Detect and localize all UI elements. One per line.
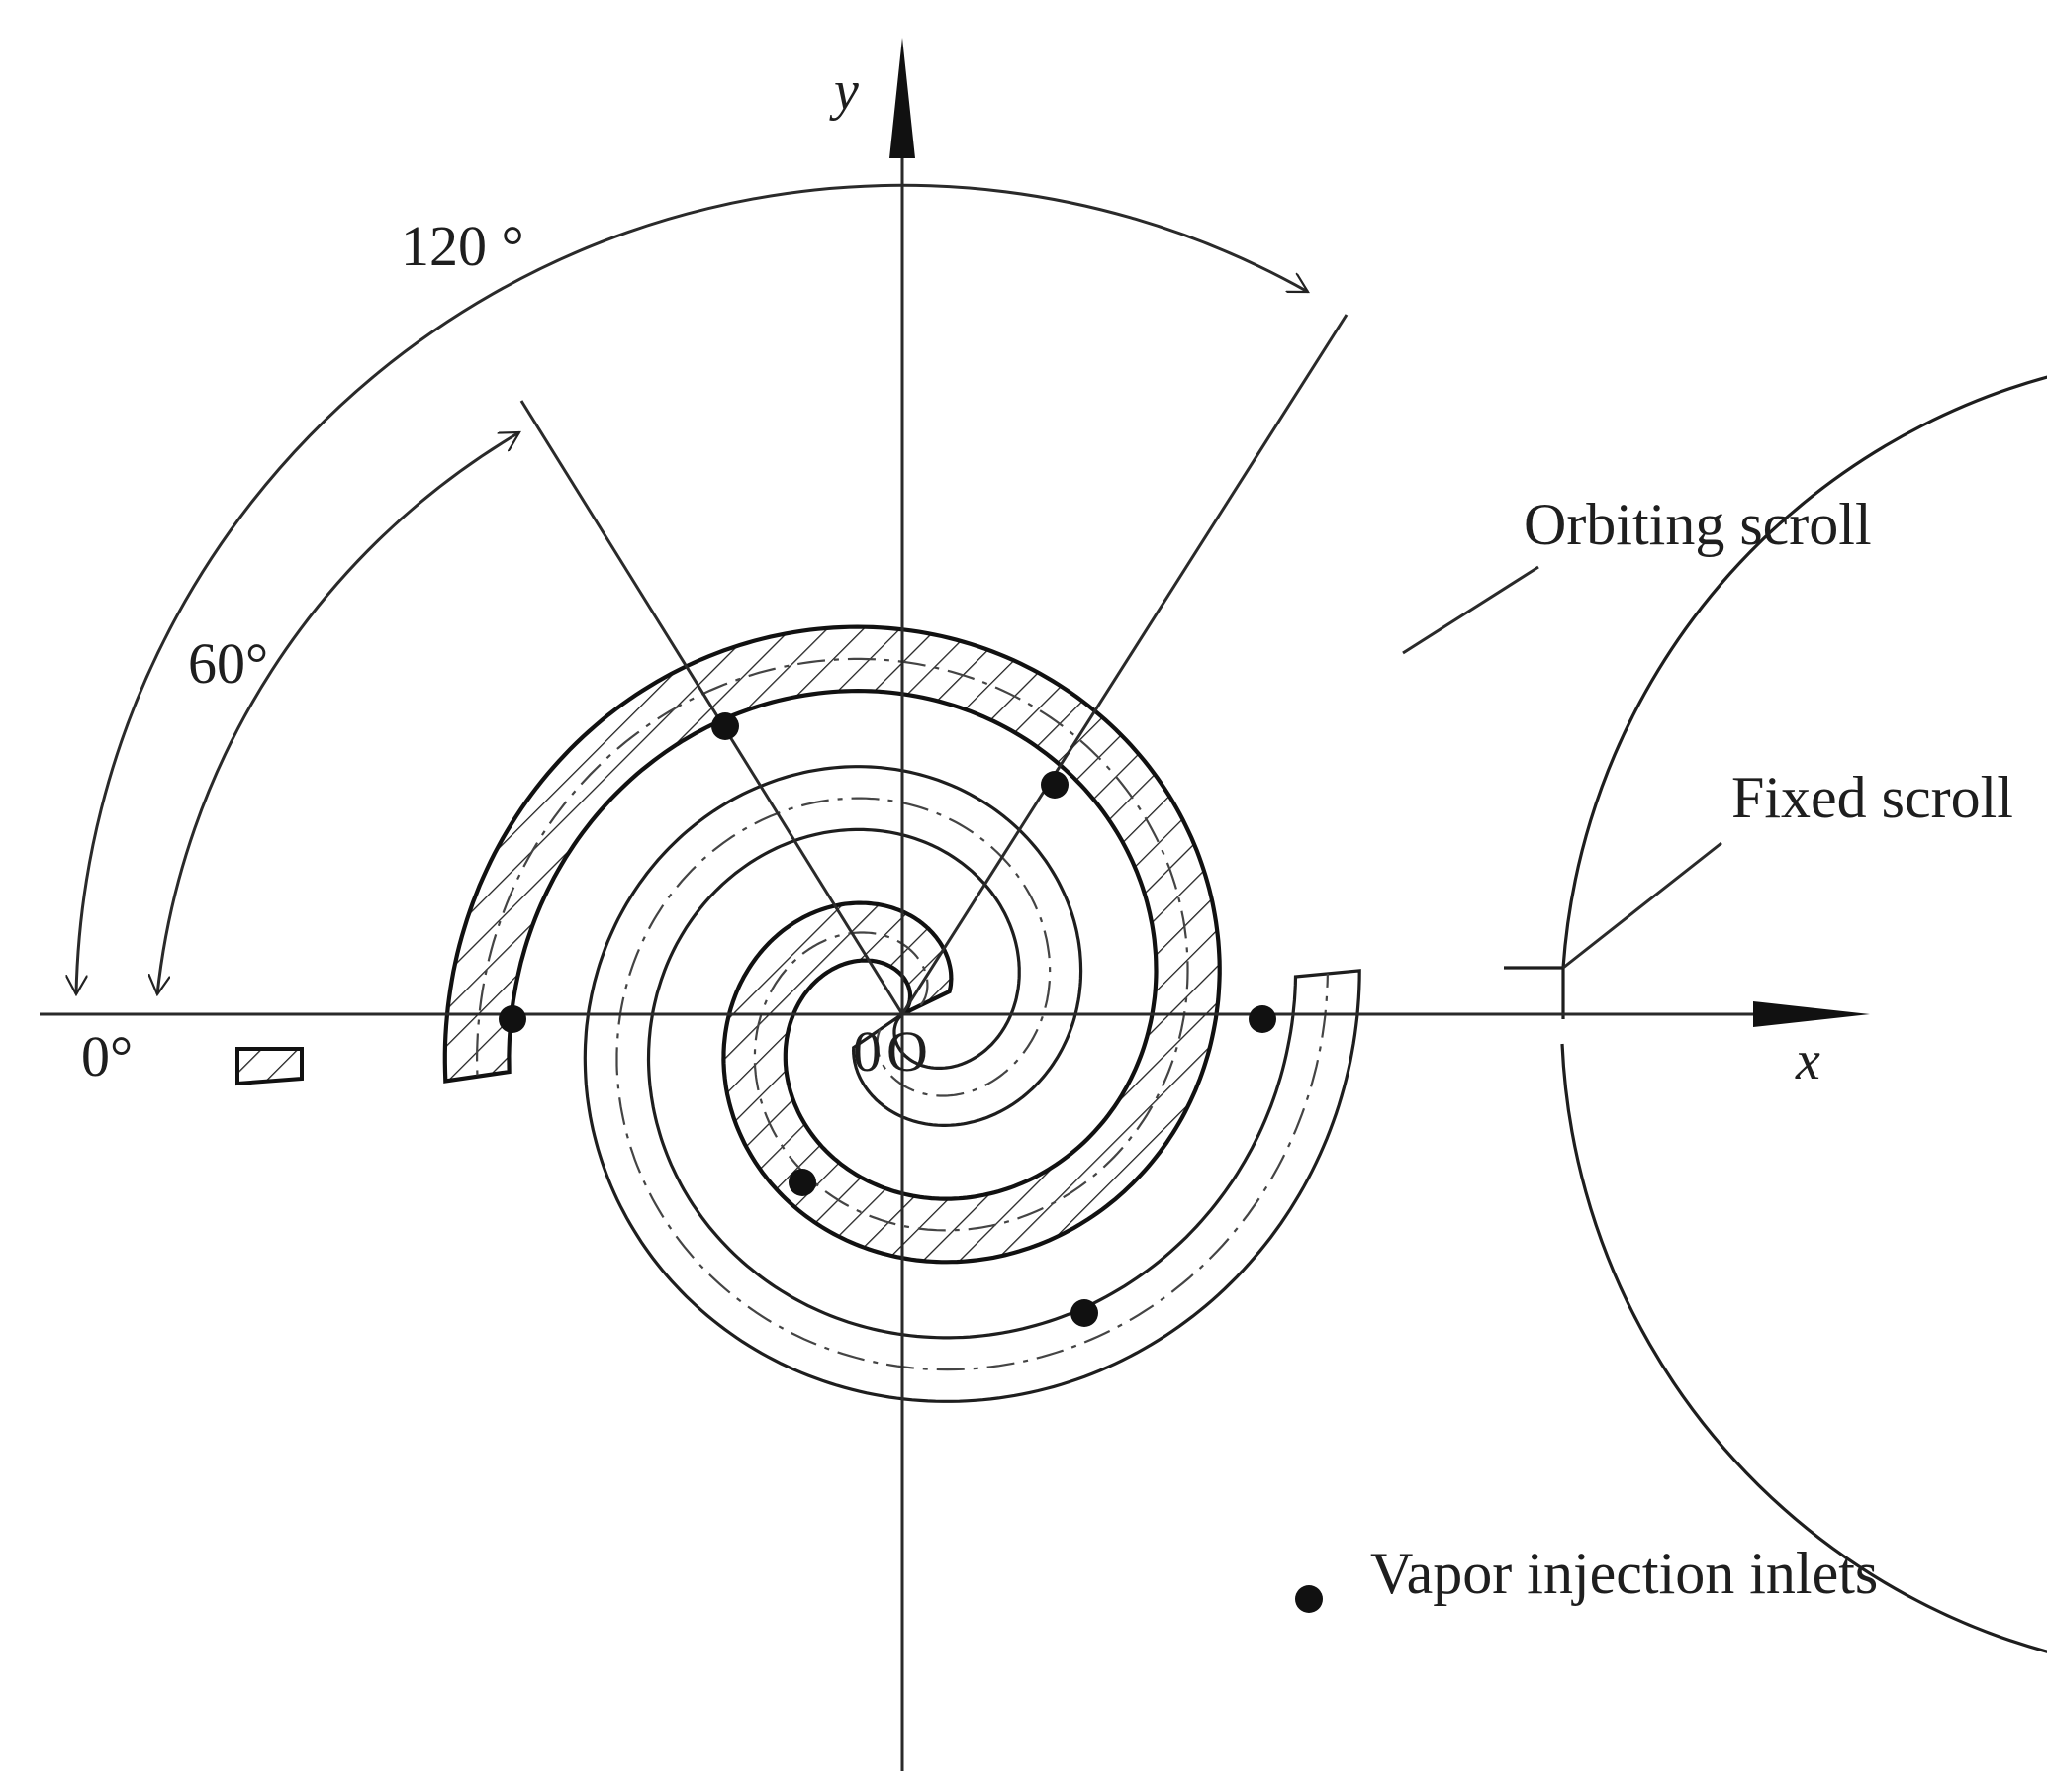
legend-label: Vapor injection inlets <box>1370 1541 1878 1606</box>
injection-inlet-dot <box>711 712 739 740</box>
fixed-scroll-end-tab <box>1504 966 1565 1019</box>
vapor-injection-inlets <box>499 712 1276 1327</box>
y-axis-label: y <box>829 60 859 122</box>
orbiting-scroll-end <box>235 1047 304 1086</box>
angle-label-60: 60° <box>188 631 268 696</box>
injection-inlet-dot <box>1070 1299 1098 1327</box>
legend-marker <box>1295 1585 1323 1613</box>
coordinate-axes <box>40 38 1870 1771</box>
fixed-scroll-label: Fixed scroll <box>1731 765 2013 830</box>
orbiting-scroll-label: Orbiting scroll <box>1524 492 1872 557</box>
injection-inlet-dot <box>499 1005 526 1033</box>
fixed-scroll-outer-casing <box>1560 375 2047 1653</box>
injection-inlet-dot <box>1249 1005 1276 1033</box>
orbiting-scroll-outline <box>442 624 1222 1265</box>
injection-inlet-dot <box>1041 771 1069 799</box>
fixed-scroll-leader <box>1562 841 1722 970</box>
y-axis-arrowhead <box>889 38 915 158</box>
injection-inlet-dot <box>789 1169 816 1196</box>
angle-label-0: 0° <box>81 1024 133 1088</box>
origin-label: 0 <box>853 1019 882 1084</box>
legend: Vapor injection inlets <box>1295 1541 1878 1613</box>
angle-label-120: 120 ° <box>401 214 524 278</box>
orbiting-scroll-leader <box>1402 565 1539 655</box>
origin-label-2: O <box>886 1019 928 1084</box>
x-axis-arrowhead <box>1753 1001 1870 1027</box>
x-axis-label: x <box>1795 1030 1820 1091</box>
callout-leaders <box>1402 565 1722 970</box>
fixed-scroll-wrap <box>583 765 1361 1403</box>
arc-60-deg <box>157 430 519 994</box>
angle-dimension-arcs <box>76 183 1308 994</box>
arc-120-deg <box>76 183 1308 994</box>
ray-120-deg <box>519 400 904 1015</box>
